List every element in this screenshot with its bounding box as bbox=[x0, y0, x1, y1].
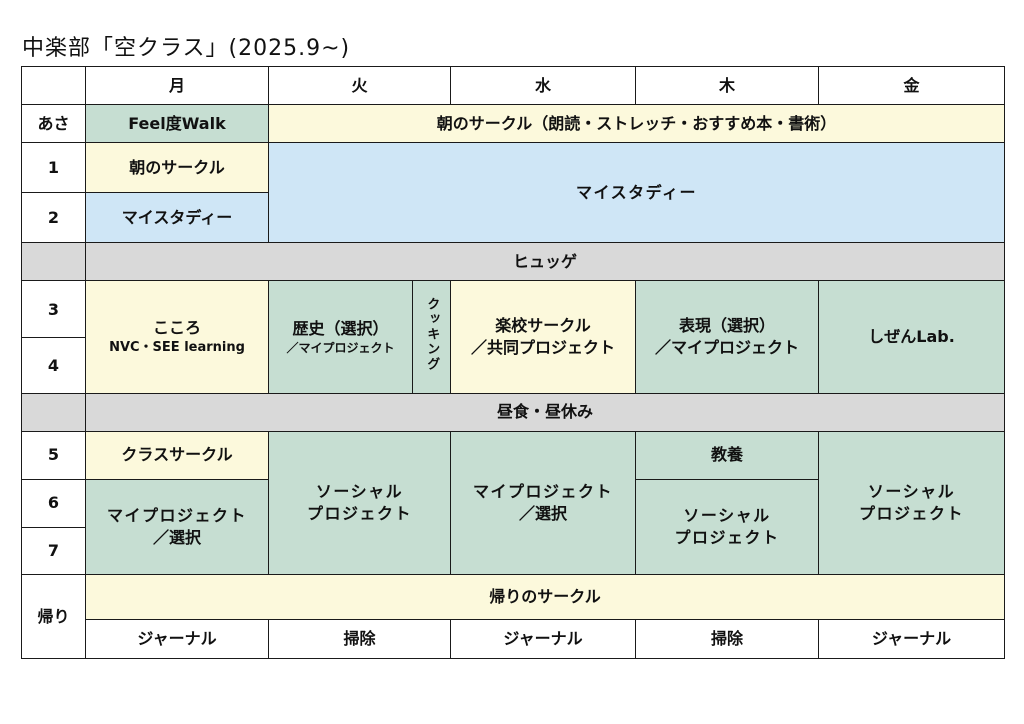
cell-p67-thu: ソーシャル プロジェクト bbox=[635, 478, 820, 575]
period-label-3: 3 bbox=[21, 280, 86, 339]
cell-sub-label: NVC・SEE learning bbox=[109, 339, 245, 355]
cell-main-label: こころ bbox=[152, 318, 201, 338]
timetable: 月 火 水 木 金 あさ Feel度Walk 朝のサークル（朗読・ストレッチ・お… bbox=[21, 65, 1006, 660]
header-day-wed: 水 bbox=[450, 65, 637, 106]
cell-line-2: プロジェクト bbox=[307, 503, 413, 523]
cell-line-1: マイプロジェクト bbox=[473, 482, 614, 502]
cell-p1-mon: 朝のサークル bbox=[85, 142, 269, 194]
cell-line-2: プロジェクト bbox=[859, 503, 965, 523]
header-day-mon: 月 bbox=[85, 65, 269, 106]
cell-p57-tue: ソーシャル プロジェクト bbox=[267, 430, 452, 575]
cell-main-label: 表現（選択） bbox=[679, 316, 776, 336]
period-label-7: 7 bbox=[21, 526, 86, 575]
header-day-tue: 火 bbox=[267, 65, 452, 106]
header-corner bbox=[21, 65, 86, 106]
cell-kaeri-circle: 帰りのサークル bbox=[84, 573, 1006, 620]
cell-line-1: ソーシャル bbox=[867, 482, 956, 502]
break-label-empty bbox=[21, 242, 86, 282]
period-label-kaeri: 帰り bbox=[21, 573, 86, 660]
cell-label: マイスタディー bbox=[576, 182, 697, 202]
cell-p57-fri: ソーシャル プロジェクト bbox=[818, 430, 1006, 575]
lunch-label-empty bbox=[21, 392, 86, 432]
cell-lunch: 昼食・昼休み bbox=[84, 392, 1006, 432]
cell-p34-mon: こころ NVC・SEE learning bbox=[85, 280, 269, 394]
cell-line-1: ソーシャル bbox=[683, 506, 771, 526]
cell-kaeri-thu: 掃除 bbox=[635, 618, 820, 660]
period-label-2: 2 bbox=[21, 192, 86, 244]
cell-sub-label: ／共同プロジェクト bbox=[471, 337, 616, 357]
period-label-5: 5 bbox=[21, 430, 86, 480]
cell-p34-wed: 楽校サークル ／共同プロジェクト bbox=[450, 280, 637, 394]
header-day-thu: 木 bbox=[635, 65, 820, 106]
cell-line-1: マイプロジェクト bbox=[106, 506, 247, 526]
cell-line-1: ソーシャル bbox=[315, 482, 404, 502]
cell-line-2: プロジェクト bbox=[674, 527, 780, 547]
cell-p5-mon: クラスサークル bbox=[85, 430, 269, 480]
cell-break-hygge: ヒュッゲ bbox=[84, 242, 1006, 282]
cell-main-label: 歴史（選択） bbox=[292, 319, 389, 339]
cell-p2-mon: マイスタディー bbox=[85, 192, 269, 244]
cell-sub-label: ／マイプロジェクト bbox=[286, 340, 395, 355]
cell-p34-thu: 表現（選択） ／マイプロジェクト bbox=[635, 280, 820, 394]
page-title: 中楽部「空クラス」(2025.9~) bbox=[22, 36, 351, 61]
cell-p34-tue-cooking: クッキング bbox=[411, 280, 452, 394]
period-label-asa: あさ bbox=[21, 104, 86, 144]
period-label-6: 6 bbox=[21, 478, 86, 528]
period-label-1: 1 bbox=[21, 142, 86, 194]
cell-kaeri-wed: ジャーナル bbox=[450, 618, 637, 660]
cell-line-2: ／選択 bbox=[519, 503, 568, 523]
header-day-fri: 金 bbox=[818, 65, 1006, 106]
cell-p5-thu: 教養 bbox=[635, 430, 820, 480]
cell-kaeri-mon: ジャーナル bbox=[85, 618, 269, 660]
cell-p57-wed: マイプロジェクト ／選択 bbox=[450, 430, 637, 575]
cell-asa-tue-fri: 朝のサークル（朗読・ストレッチ・おすすめ本・書術） bbox=[267, 104, 1006, 144]
period-label-4: 4 bbox=[21, 337, 86, 394]
cell-sub-label: ／マイプロジェクト bbox=[655, 337, 800, 357]
cell-asa-mon: Feel度Walk bbox=[85, 104, 269, 144]
cell-main-label: 楽校サークル bbox=[495, 316, 591, 336]
cell-p34-tue: 歴史（選択） ／マイプロジェクト bbox=[268, 280, 413, 394]
cell-p1-2-tue-fri: マイスタディー bbox=[267, 142, 1006, 244]
cell-kaeri-fri: ジャーナル bbox=[818, 618, 1006, 660]
cell-p34-fri: しぜんLab. bbox=[818, 280, 1006, 394]
cell-vertical-label: クッキング bbox=[424, 296, 440, 372]
cell-kaeri-tue: 掃除 bbox=[267, 618, 452, 660]
cell-p67-mon: マイプロジェクト ／選択 bbox=[85, 478, 269, 575]
cell-line-2: ／選択 bbox=[152, 527, 201, 547]
